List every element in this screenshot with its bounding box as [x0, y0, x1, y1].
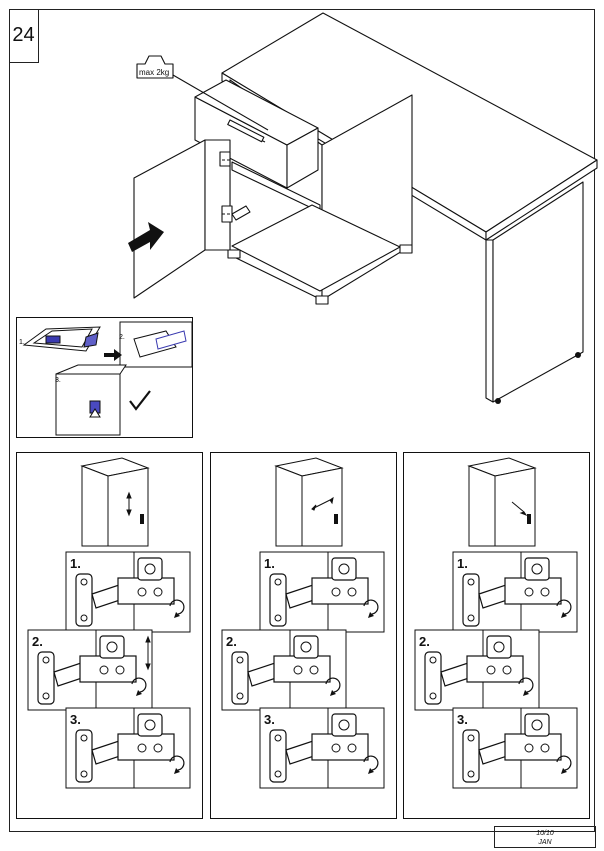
hinge-panel-1 — [16, 452, 204, 820]
weight-label: max 2kg — [139, 68, 169, 77]
hinge-panel-3 — [403, 452, 591, 820]
product-code: JAN — [538, 839, 552, 846]
page-frame — [9, 9, 595, 832]
step-number: 24 — [9, 9, 39, 63]
sticker-step-2: 2. — [119, 334, 125, 341]
page-footer: 10/10 JAN — [494, 826, 596, 848]
sticker-step-1: 1. — [19, 339, 25, 346]
page-number: 10/10 — [536, 830, 554, 837]
sticker-step-3: 3. — [55, 377, 61, 384]
sticker-inset: 1. 2. 3. — [16, 317, 193, 438]
desk-illustration: max 2kg — [128, 12, 598, 404]
hinge-panel-2 — [210, 452, 398, 820]
